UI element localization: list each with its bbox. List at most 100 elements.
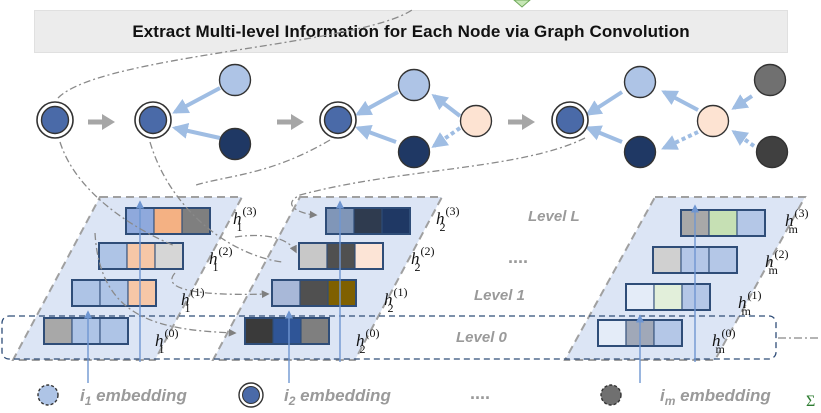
feature-cell — [653, 319, 683, 347]
node1-embedding-label: i1 embedding — [80, 386, 187, 408]
graph-stage4-neighbor-light — [623, 65, 657, 99]
node1-level3-block — [125, 207, 211, 235]
node2-embedding-label: i2 embedding — [284, 386, 391, 408]
graph-stage4-target-node — [551, 101, 589, 139]
feature-cell — [736, 209, 766, 237]
feature-cell — [354, 242, 384, 270]
graph-stage3-target-node — [319, 101, 357, 139]
level-label-l: Level L — [528, 208, 580, 225]
feature-block-outline — [98, 242, 184, 270]
h-label-node1-level1: h(1)1 — [181, 285, 205, 315]
edge-s4-peach-top — [661, 90, 699, 112]
feature-cell — [126, 242, 156, 270]
feature-cell — [71, 317, 101, 345]
feature-block-outline — [71, 279, 157, 307]
h-label-node1-level0: h(0)1 — [155, 326, 179, 356]
graph-stage4-peach-node — [696, 104, 730, 138]
feature-cell — [127, 279, 157, 307]
feature-cell — [299, 279, 329, 307]
graph-stage2-target-node — [134, 101, 172, 139]
feature-block-outline — [325, 207, 411, 235]
nodem-level3-block — [680, 209, 766, 237]
edge-s4-top — [585, 90, 624, 116]
sigma-icon: Σ — [806, 393, 815, 410]
h-label-nodem-level2: h(2)m — [765, 247, 789, 277]
edge-s4-bottom — [585, 125, 623, 144]
feature-cell — [43, 317, 73, 345]
feature-cell — [98, 242, 128, 270]
node2-level0-block — [244, 317, 330, 345]
node2-embedding-circle-inner — [242, 386, 260, 404]
edge-s2-top — [172, 86, 221, 114]
link-top-to-title — [57, 9, 413, 99]
graph-stage3-peach-node — [459, 104, 493, 138]
feature-cell — [708, 246, 738, 274]
dashdot-links — [57, 9, 586, 337]
link-stage1-to-level2 — [59, 141, 176, 247]
diagram-title: Extract Multi-level Information for Each… — [132, 22, 690, 41]
edge-s3-bottom — [354, 124, 397, 144]
edge-s3-top — [355, 90, 399, 116]
embedding-ellipsis: .... — [470, 383, 490, 403]
h-label-nodem-level1: h(1)m — [738, 288, 762, 318]
partial-diamond-shape — [513, 0, 531, 8]
node1-level0-block — [43, 317, 129, 345]
edge-s4-peach-bottom — [661, 130, 699, 150]
level-label-1: Level 1 — [474, 287, 525, 304]
nodem-embedding-label: im embedding — [660, 386, 771, 408]
edge-s4-grey-bottom — [731, 130, 756, 148]
edge-s4-grey-top — [731, 94, 754, 110]
link-stage3-to-h1 — [195, 139, 331, 186]
graph-stage1-target-node — [36, 101, 74, 139]
feature-block-outline — [125, 207, 211, 235]
edge-s2-bottom — [171, 122, 221, 140]
graph-stage2-neighbor-dark — [218, 127, 252, 161]
link-stage2-to-level1 — [149, 141, 283, 263]
h-label-nodem-level3: h(3)m — [785, 206, 809, 236]
graph-stage4-neighbor-dark — [623, 135, 657, 169]
feature-cell — [353, 207, 383, 235]
feature-cell — [597, 319, 627, 347]
feature-cell — [300, 317, 330, 345]
feature-cell — [154, 242, 184, 270]
stage-arrow-2-head — [291, 114, 304, 130]
feature-cell — [327, 279, 357, 307]
feature-cell — [153, 207, 183, 235]
link-node1-to-node2-level1 — [171, 272, 270, 299]
stage-arrow-3-head — [522, 114, 535, 130]
graph-stage2-neighbor-light — [218, 63, 252, 97]
feature-cell — [381, 207, 411, 235]
node2-level1-block — [271, 279, 357, 307]
h-label-node2-level0: h(0)2 — [356, 326, 380, 356]
feature-block-outline — [271, 279, 357, 307]
level-ellipsis: .... — [508, 247, 528, 267]
h-label-node2-level1: h(1)2 — [384, 285, 408, 315]
h-label-node2-level2: h(2)2 — [411, 244, 435, 274]
link-stage4-to-level3 — [291, 137, 586, 219]
h-label-node2-level3: h(3)2 — [436, 204, 460, 234]
node2-level2-block — [298, 242, 384, 270]
feature-cell — [244, 317, 274, 345]
level-label-0: Level 0 — [456, 329, 508, 346]
node2-level3-block — [325, 207, 411, 235]
node1-level2-block — [98, 242, 184, 270]
feature-cell — [99, 317, 129, 345]
feature-cell — [625, 283, 655, 311]
feature-cell — [271, 279, 301, 307]
feature-cell — [272, 317, 302, 345]
feature-cell — [181, 207, 211, 235]
graph-stage3-neighbor-dark — [397, 135, 431, 169]
h-label-node1-level2: h(2)1 — [209, 244, 233, 274]
edge-s3-peach-top — [431, 94, 462, 118]
feature-cell — [71, 279, 101, 307]
graph-stage4-dark-grey-node — [755, 135, 789, 169]
node1-embedding-circle — [37, 384, 59, 406]
edge-s3-peach-bottom — [431, 126, 462, 148]
link-node1-to-node2-level0 — [94, 232, 237, 337]
graph-row — [36, 63, 789, 169]
feature-cell — [708, 209, 738, 237]
feature-cell — [326, 242, 356, 270]
feature-blocks — [43, 200, 766, 383]
feature-cell — [681, 283, 711, 311]
